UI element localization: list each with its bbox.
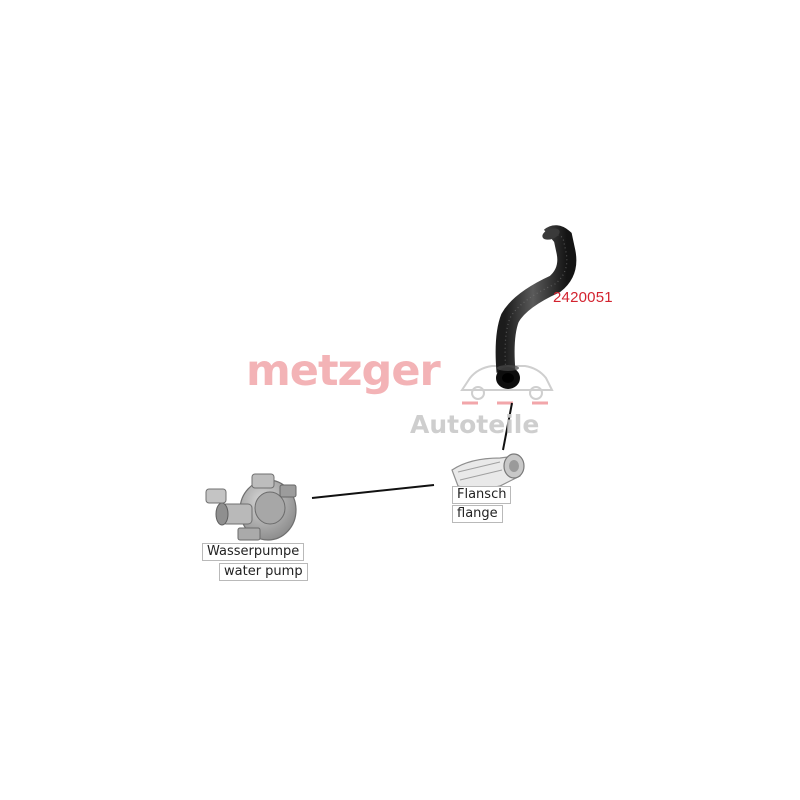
flange-part-image [451,453,525,490]
part-number-label: 2420051 [553,289,613,306]
flange-label-de: Flansch [452,486,512,504]
watermark-brand: metzger [246,346,441,396]
water-pump-part-image [205,473,297,541]
hose-part-image [495,225,577,389]
watermark-car-icon [460,365,554,400]
watermark-subtitle: Autoteile [410,410,540,439]
leader-line-hose [502,402,513,451]
leader-line-pump [311,484,435,499]
pump-label-de: Wasserpumpe [202,543,305,561]
flange-label-en: flange [452,505,503,523]
pump-label-en: water pump [219,563,308,581]
